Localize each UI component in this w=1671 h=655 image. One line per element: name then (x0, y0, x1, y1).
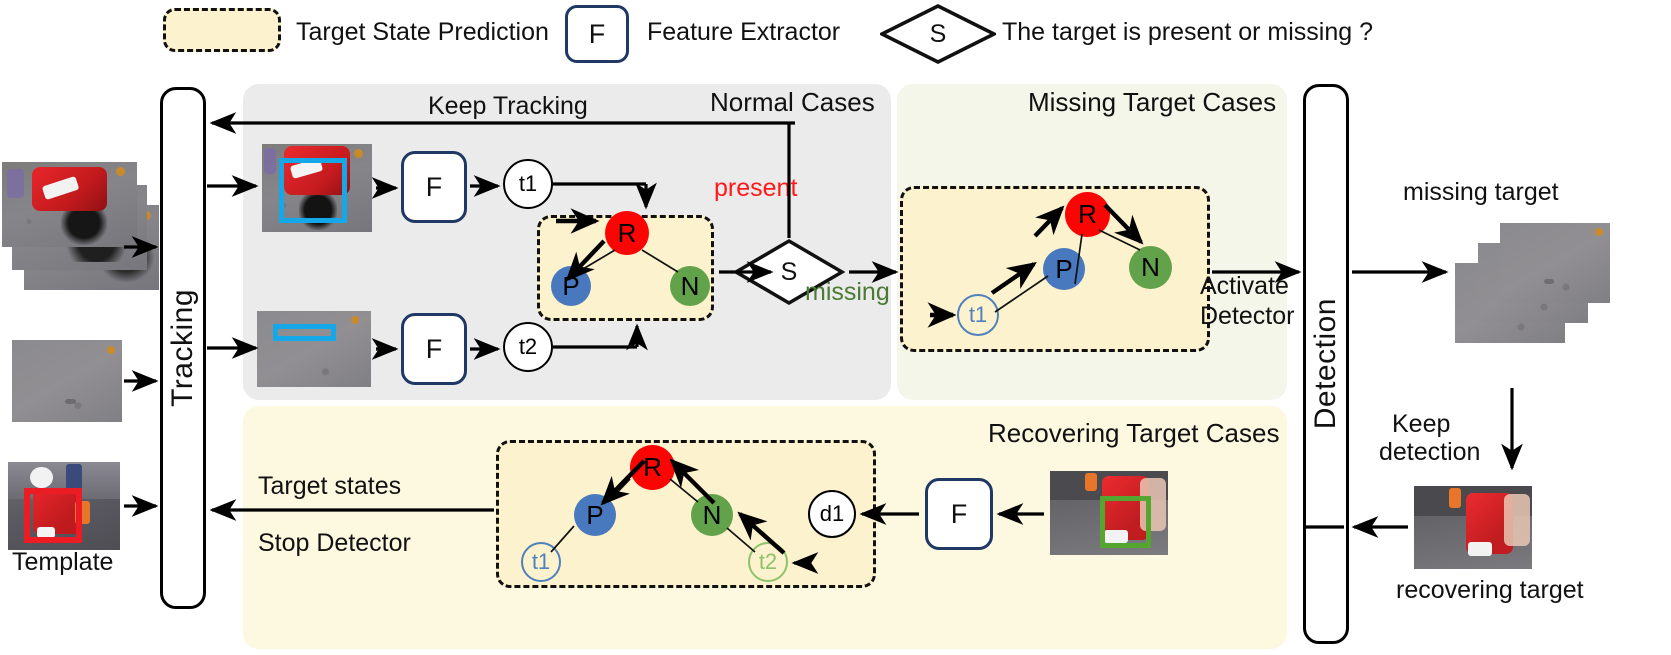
token-t2-recovering: t2 (748, 542, 788, 582)
legend-decision-glyph: S (929, 19, 947, 48)
keep-tracking-label: Keep Tracking (428, 92, 588, 120)
keep-detection-line2: detection (1379, 438, 1481, 466)
tracked-frame-thumbnail (262, 144, 372, 232)
state-node-r-normal: R (605, 211, 649, 255)
empty-search-thumbnail (257, 311, 371, 387)
output-label-stop-detector: Stop Detector (258, 529, 411, 557)
detection-module: Detection (1303, 84, 1349, 644)
token-d1-recovering: d1 (808, 490, 856, 538)
state-node-n-normal: N (670, 266, 710, 306)
feature-extractor-icon: F (565, 5, 629, 63)
dashed-yellow-box-icon (163, 8, 281, 52)
detected-crop-thumbnail (1050, 471, 1168, 555)
missing-target-caption: missing target (1403, 178, 1559, 206)
recovering-target-caption: recovering target (1396, 576, 1584, 604)
green-bounding-box (1099, 496, 1152, 549)
state-node-p-normal: P (551, 266, 591, 306)
feature-extractor-top: F (401, 151, 467, 223)
detection-label: Detection (1309, 298, 1342, 430)
token-t2-normal: t2 (503, 322, 553, 372)
template-caption: Template (12, 548, 114, 576)
token-t1-normal: t1 (503, 159, 553, 209)
template-thumbnail (8, 462, 120, 550)
template-bounding-box (23, 488, 82, 543)
legend-label-feature-extractor: Feature Extractor (647, 18, 841, 46)
diamond-icon (880, 4, 996, 64)
legend-swatch-target-state-prediction (163, 8, 281, 52)
input-frame-stack-1 (2, 162, 137, 247)
empty-frame-thumbnail (12, 340, 122, 422)
recovering-target-thumbnail (1414, 486, 1532, 569)
token-t1-recovering: t1 (521, 542, 561, 582)
keep-detection-line1: Keep (1392, 410, 1451, 438)
legend-feature-extractor-box: F (565, 5, 629, 63)
feature-extractor-recovering: F (925, 478, 993, 550)
branch-label-present: present (714, 174, 798, 202)
state-node-r-missing: R (1065, 192, 1110, 237)
panel-title-normal: Normal Cases (710, 87, 875, 117)
tracking-label: Tracking (166, 289, 199, 407)
panel-title-recovering: Recovering Target Cases (988, 418, 1280, 448)
legend-decision-diamond: S (880, 4, 996, 64)
tracking-module: Tracking (160, 87, 206, 609)
state-node-p-missing: P (1043, 248, 1085, 290)
cyan-bounding-box-empty (272, 323, 336, 341)
missing-target-frame-1 (1500, 223, 1610, 303)
state-node-r-recovering: R (630, 445, 675, 490)
legend-label-decision: The target is present or missing ? (1002, 18, 1373, 46)
decision-glyph-s: S (780, 257, 798, 286)
activate-detector-line2: Detector (1200, 302, 1295, 330)
state-node-n-missing: N (1129, 246, 1172, 289)
cyan-bounding-box (278, 158, 347, 224)
state-node-p-recovering: P (574, 494, 616, 536)
panel-title-missing: Missing Target Cases (1028, 87, 1277, 117)
state-node-n-recovering: N (691, 494, 733, 536)
output-label-target-states: Target states (258, 472, 402, 500)
token-t1-missing: t1 (957, 294, 999, 336)
activate-detector-line1: Activate (1200, 272, 1289, 300)
branch-label-missing: missing (805, 278, 890, 306)
legend-label-target-state-prediction: Target State Prediction (296, 18, 549, 46)
feature-extractor-bottom: F (401, 313, 467, 385)
decision-node-s: S (733, 238, 845, 306)
